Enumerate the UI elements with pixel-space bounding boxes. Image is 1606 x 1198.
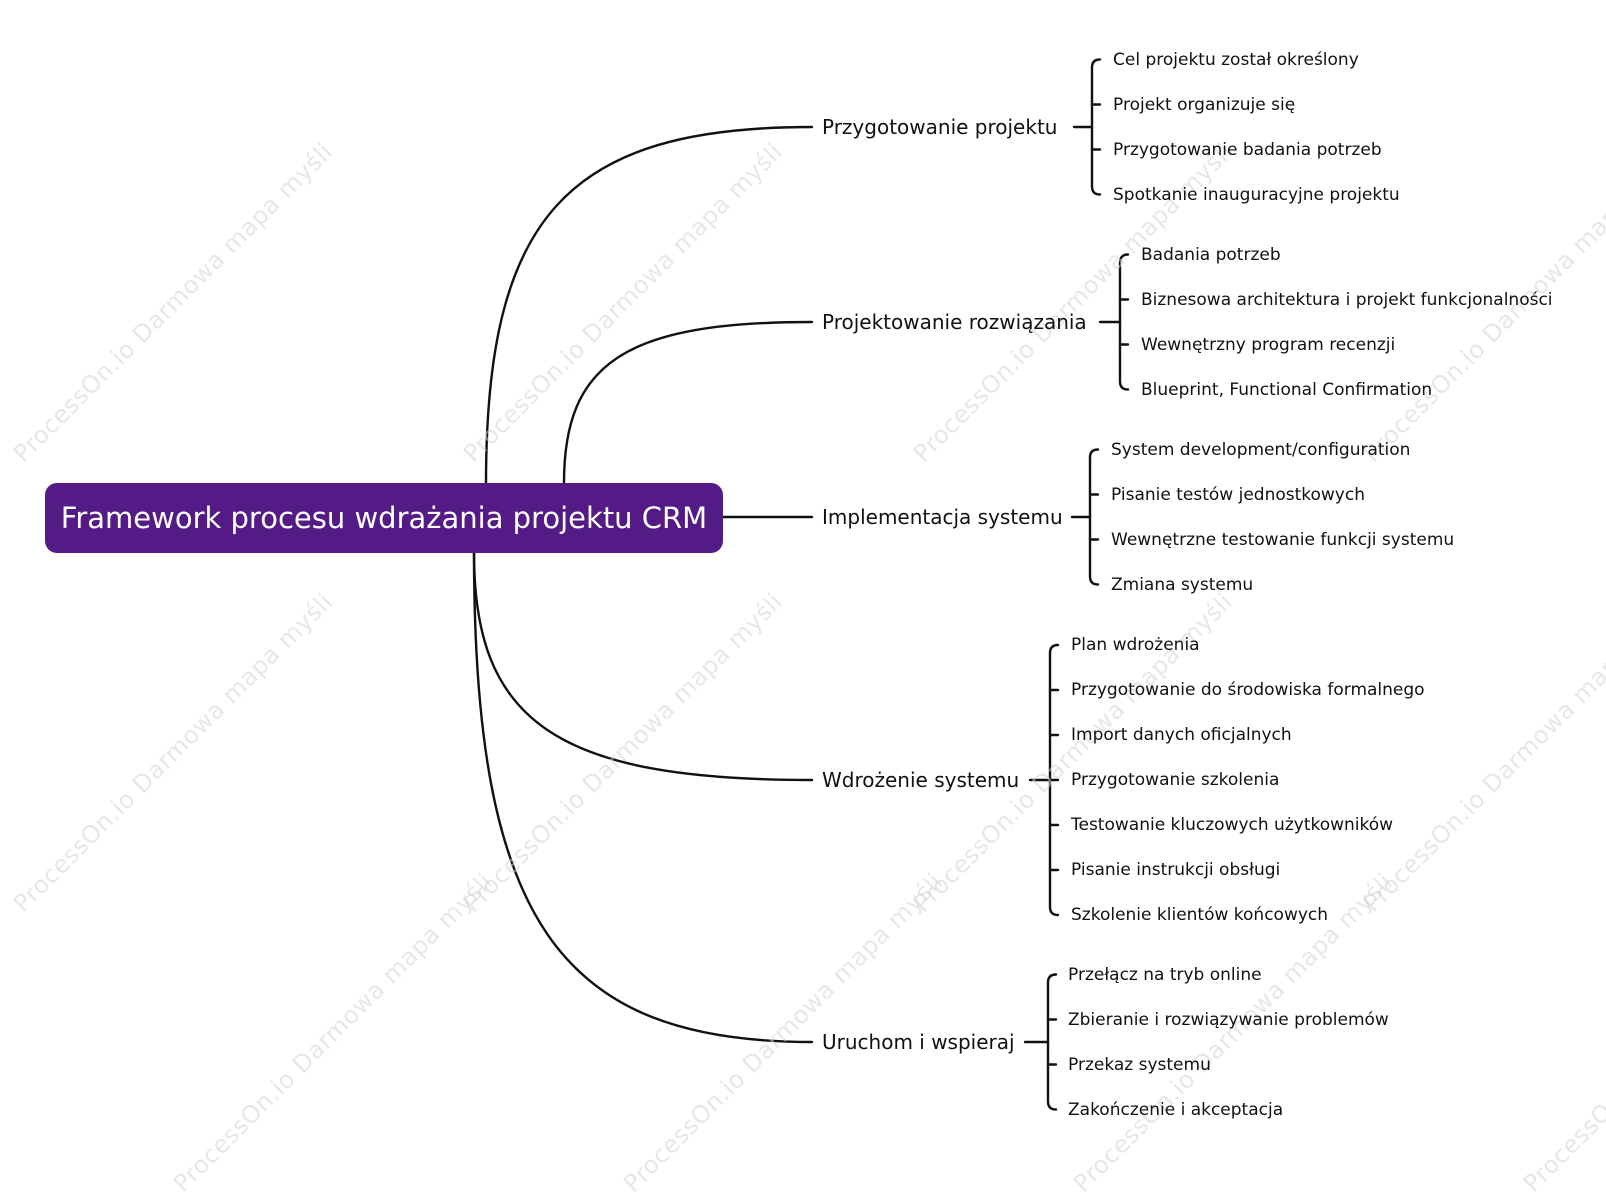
branch-connector	[472, 551, 814, 1044]
leaf-topic[interactable]: Cel projektu został określony	[1113, 49, 1359, 70]
leaf-topic[interactable]: Przygotowanie do środowiska formalnego	[1071, 680, 1425, 700]
branch-connector	[484, 125, 814, 485]
branch-connector	[562, 320, 814, 485]
branch-topic[interactable]: Przygotowanie projektu	[822, 115, 1058, 139]
leaf-topic[interactable]: Testowanie kluczowych użytkowników	[1071, 815, 1394, 835]
bracket-spine	[1088, 448, 1100, 586]
bracket-spine	[1090, 58, 1102, 196]
leaf-topic[interactable]: Plan wdrożenia	[1071, 635, 1200, 655]
leaf-topic[interactable]: Zbieranie i rozwiązywanie problemów	[1068, 1009, 1389, 1030]
leaf-topic[interactable]: Pisanie testów jednostkowych	[1111, 484, 1365, 505]
leaf-topic[interactable]: Zmiana systemu	[1111, 574, 1254, 595]
branch-connector	[472, 551, 814, 782]
bracket-spine	[1118, 253, 1130, 391]
branch-topic[interactable]: Implementacja systemu	[822, 505, 1063, 529]
leaf-topic[interactable]: Przełącz na tryb online	[1068, 964, 1262, 985]
leaf-topic[interactable]: Spotkanie inauguracyjne projektu	[1113, 184, 1400, 205]
leaf-topic[interactable]: Pisanie instrukcji obsługi	[1071, 860, 1281, 880]
leaf-topic[interactable]: System development/configuration	[1111, 439, 1411, 460]
leaf-topic[interactable]: Przygotowanie badania potrzeb	[1113, 139, 1382, 160]
leaf-topic[interactable]: Import danych oficjalnych	[1071, 725, 1292, 745]
leaf-topic[interactable]: Projekt organizuje się	[1113, 94, 1296, 115]
branch-topic[interactable]: Wdrożenie systemu	[822, 768, 1020, 792]
leaf-topic[interactable]: Przekaz systemu	[1068, 1054, 1211, 1075]
leaf-topic[interactable]: Badania potrzeb	[1141, 244, 1281, 265]
root-topic[interactable]: Framework procesu wdrażania projektu CRM	[45, 483, 723, 553]
leaf-topic[interactable]: Wewnętrzne testowanie funkcji systemu	[1111, 529, 1455, 550]
leaf-topic[interactable]: Blueprint, Functional Confirmation	[1141, 379, 1433, 400]
leaf-topic[interactable]: Wewnętrzny program recenzji	[1141, 334, 1396, 355]
leaf-topic[interactable]: Biznesowa architektura i projekt funkcjo…	[1141, 289, 1553, 310]
bracket-spine	[1046, 973, 1058, 1111]
leaf-topic[interactable]: Szkolenie klientów końcowych	[1071, 905, 1329, 925]
branch-topic[interactable]: Projektowanie rozwiązania	[822, 310, 1087, 334]
branch-topic[interactable]: Uruchom i wspieraj	[822, 1030, 1015, 1054]
leaf-topic[interactable]: Przygotowanie szkolenia	[1071, 770, 1280, 790]
leaf-topic[interactable]: Zakończenie i akceptacja	[1068, 1099, 1284, 1120]
